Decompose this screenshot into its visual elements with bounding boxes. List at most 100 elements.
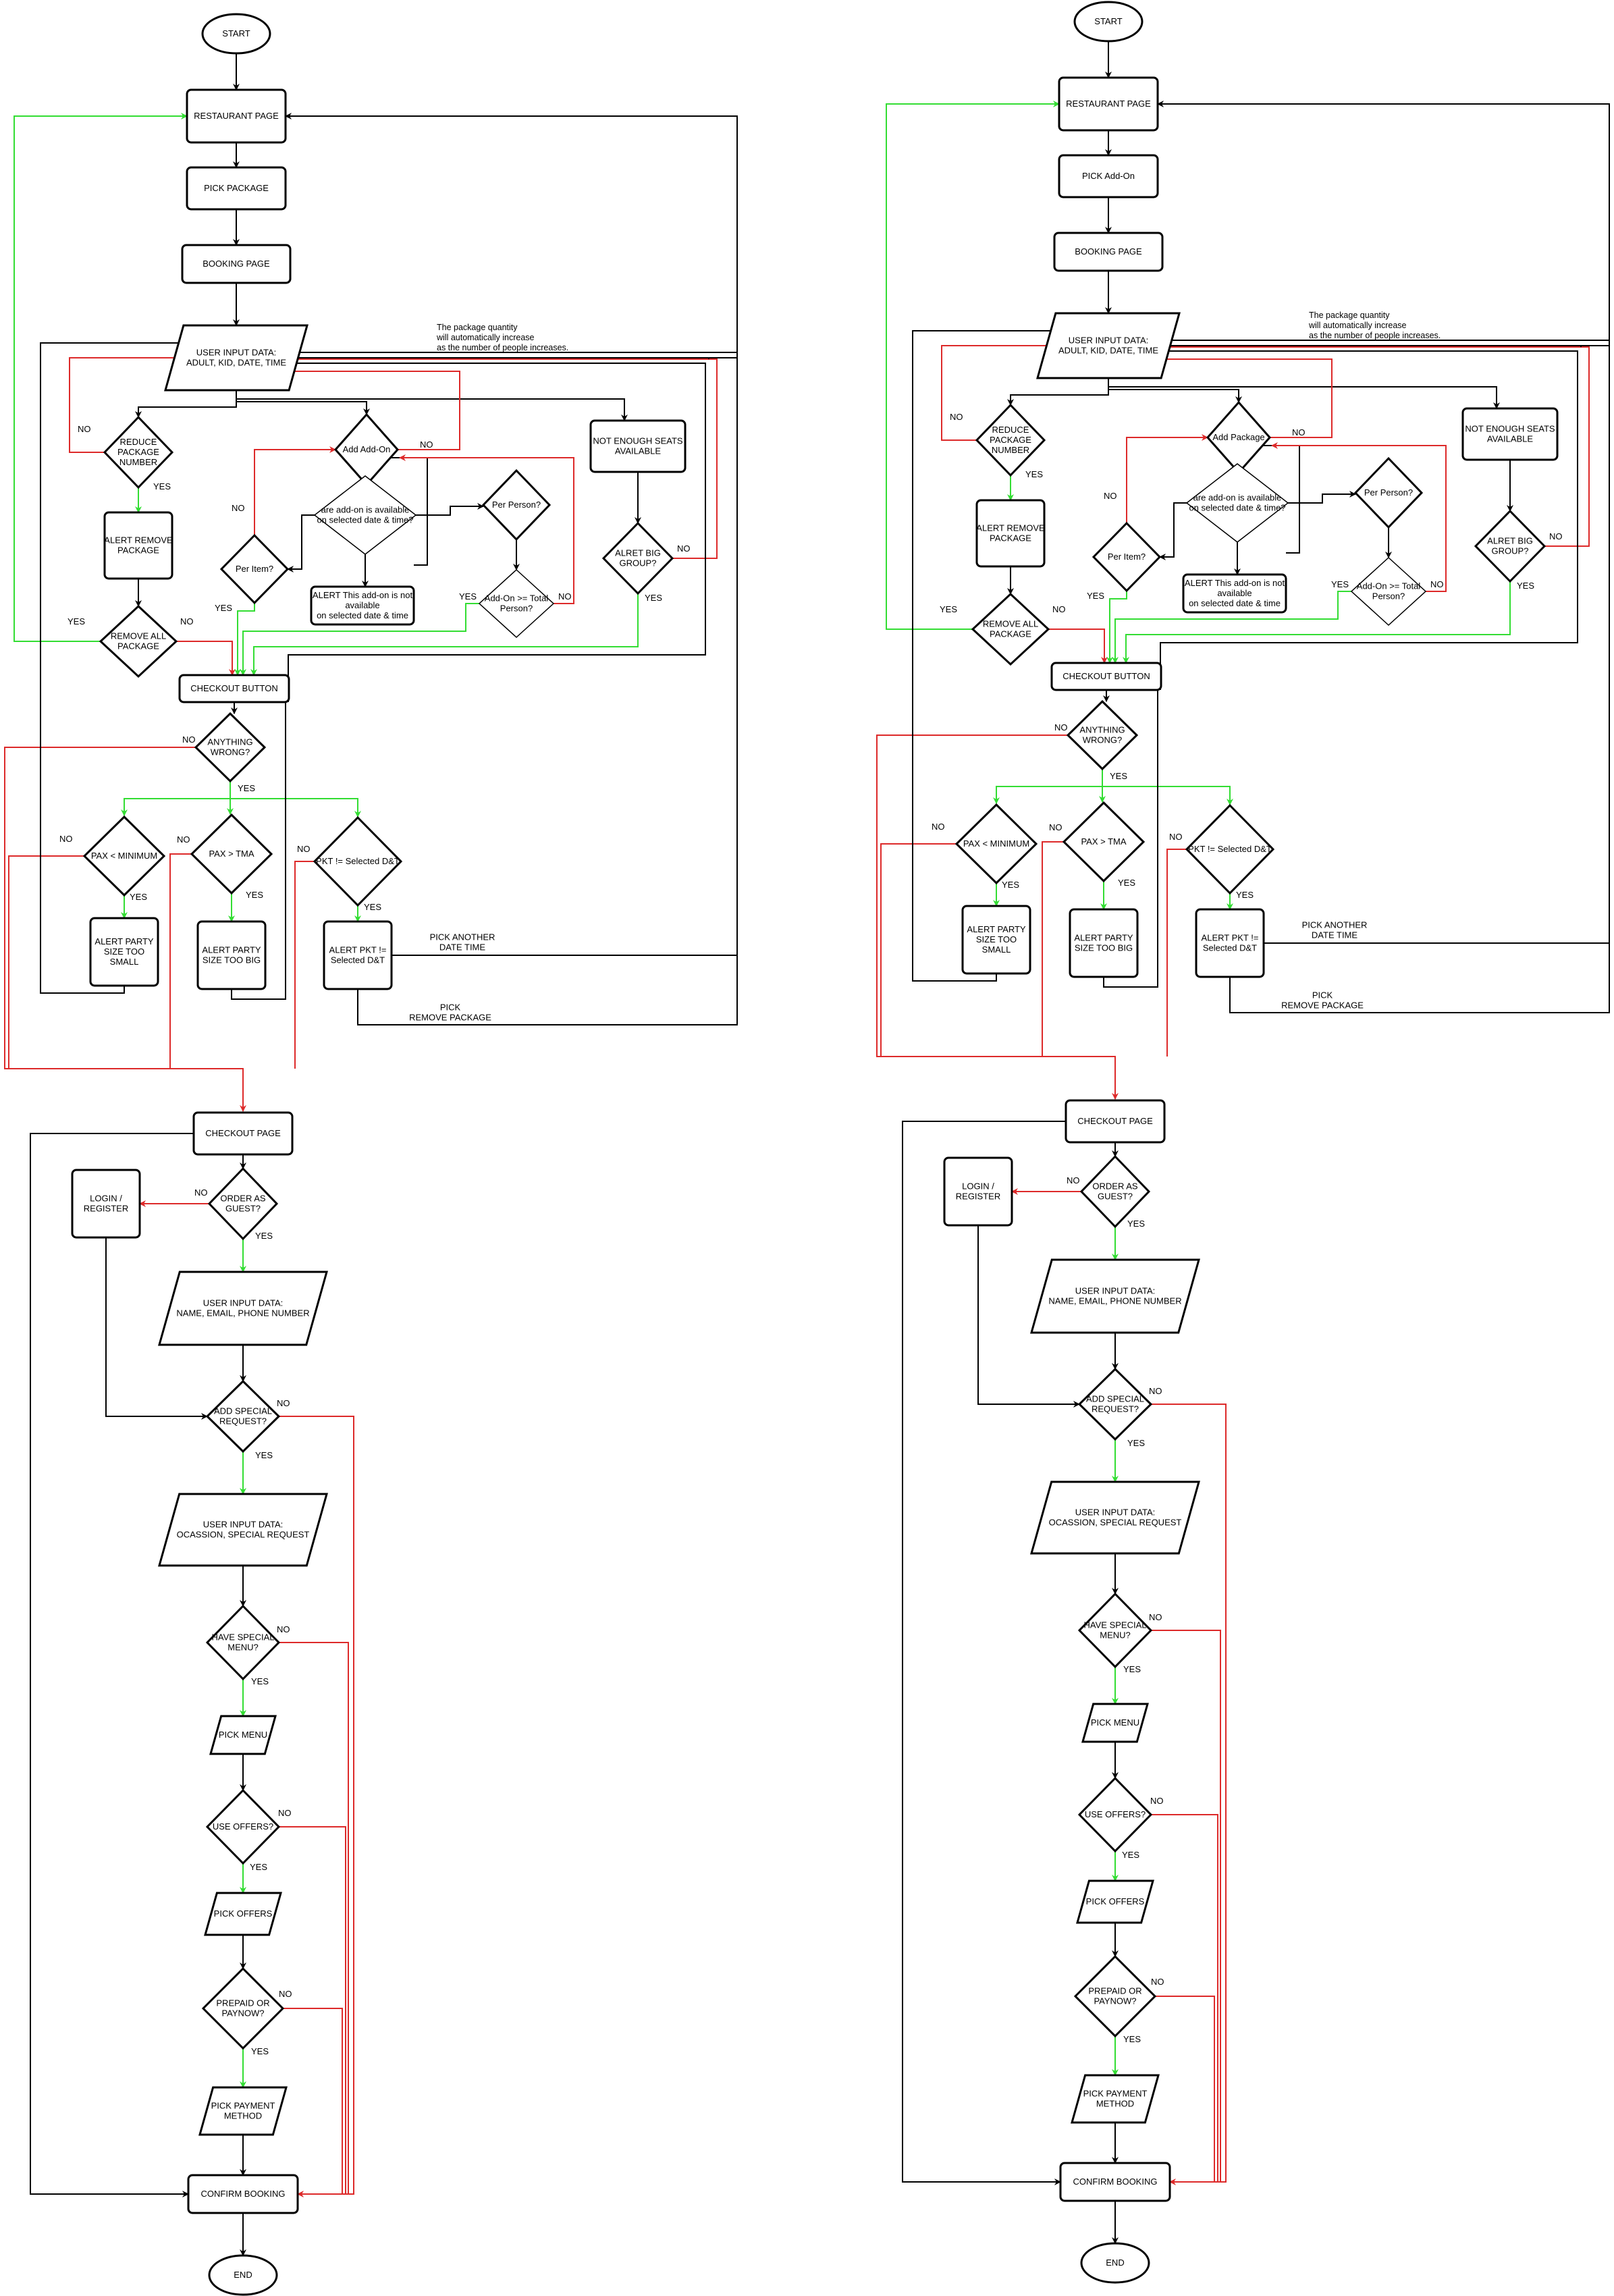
yes-connector xyxy=(121,781,231,816)
flow-connector xyxy=(30,1133,194,2197)
node-addOn: Add Add-On xyxy=(333,412,400,487)
node-checkoutBtn: CHECKOUT BUTTON xyxy=(178,674,290,703)
restaurant-shape xyxy=(1058,76,1159,132)
yes-connector xyxy=(886,101,1060,630)
flow-connector xyxy=(1103,690,1158,988)
flow-connector xyxy=(977,1225,1080,1408)
input3-label: USER INPUT DATA:OCASSION, SPECIAL REQUES… xyxy=(1049,1507,1182,1528)
perPerson-label: Per Person? xyxy=(1364,487,1413,498)
input1-label: USER INPUT DATA:ADULT, KID, DATE, TIME xyxy=(1058,336,1158,356)
no-connector xyxy=(1151,1814,1218,2182)
input3-shape xyxy=(1030,1480,1200,1555)
yes-label: YES xyxy=(238,783,255,793)
node-pick: PICK PACKAGE xyxy=(186,166,287,211)
pkt-shape xyxy=(1185,803,1275,895)
no-connector xyxy=(1166,849,1187,1057)
flow-connector xyxy=(1108,389,1242,403)
reduce-shape xyxy=(975,403,1046,477)
alertRemove-shape xyxy=(975,499,1046,568)
yes-label: YES xyxy=(215,603,232,613)
guest-shape xyxy=(207,1167,279,1241)
offersQ-label: USE OFFERS? xyxy=(213,1821,273,1832)
yes-label: YES xyxy=(251,2046,269,2056)
yes-label: YES xyxy=(68,616,85,626)
no-label: NO xyxy=(1292,427,1306,437)
checkoutPage-label: CHECKOUT PAGE xyxy=(1077,1116,1153,1126)
no-label: NO xyxy=(279,1989,292,1999)
pick-label: PICK PACKAGE xyxy=(204,183,269,193)
alertBig-shape xyxy=(196,920,267,990)
yes-connector xyxy=(1106,591,1127,664)
alertSmall-shape xyxy=(89,917,159,987)
node-booking: BOOKING PAGE xyxy=(181,244,292,284)
special-shape xyxy=(205,1379,281,1453)
node-start: START xyxy=(201,13,271,55)
input1-shape xyxy=(1036,312,1181,379)
pkt-label: PKT != Selected D&T xyxy=(1188,844,1272,854)
paxMin-label: PAX < MINIMUM xyxy=(91,851,157,861)
node-pkt: PKT != Selected D&T xyxy=(313,816,403,907)
available-shape xyxy=(313,475,417,555)
booking-shape xyxy=(181,244,292,284)
restaurant-label: RESTAURANT PAGE xyxy=(194,111,279,121)
node-pickMenu: PICK MENU xyxy=(209,1715,277,1755)
flow-connector xyxy=(416,503,484,516)
node-pkt: PKT != Selected D&T xyxy=(1185,803,1275,895)
checkoutPage-label: CHECKOUT PAGE xyxy=(205,1128,281,1138)
flow-connector xyxy=(1108,386,1500,409)
node-checkoutBtn: CHECKOUT BUTTON xyxy=(1050,662,1162,691)
node-input1: USER INPUT DATA:ADULT, KID, DATE, TIME xyxy=(1036,312,1181,379)
no-label: NO xyxy=(1151,1977,1164,1987)
no-connector xyxy=(294,861,315,1069)
node-input2: USER INPUT DATA:NAME, EMAIL, PHONE NUMBE… xyxy=(158,1271,328,1346)
alertRemove-shape xyxy=(103,511,173,580)
start-label: START xyxy=(222,28,250,38)
available-shape xyxy=(1185,463,1289,543)
start-shape xyxy=(201,13,271,55)
alertPkt-label: ALERT PKT !=Selected D&T xyxy=(1202,933,1259,953)
no-label: NO xyxy=(1149,1386,1162,1396)
input2-shape xyxy=(1030,1258,1200,1334)
flow-connector xyxy=(236,401,370,415)
yes-label: YES xyxy=(940,604,957,614)
perPerson-label: Per Person? xyxy=(492,500,541,510)
checkoutPage-shape xyxy=(1065,1099,1166,1144)
pickOffers-shape xyxy=(204,1892,282,1936)
pickMenu-label: PICK MENU xyxy=(1091,1717,1139,1728)
no-label: NO xyxy=(277,1398,290,1408)
node-pick: PICK Add-On xyxy=(1058,154,1159,198)
yes-label: YES xyxy=(364,902,381,912)
paxTma-shape xyxy=(190,813,273,895)
yes-connector xyxy=(240,603,479,676)
flow-connector xyxy=(1159,348,1578,690)
node-offersQ: USE OFFERS? xyxy=(1077,1776,1153,1853)
bigGroup-shape xyxy=(1474,509,1546,583)
flow-connector xyxy=(1288,491,1356,504)
no-label: NO xyxy=(1104,491,1117,501)
confirm-label: CONFIRM BOOKING xyxy=(201,2189,286,2199)
pick-label: PICK Add-On xyxy=(1082,171,1135,181)
yes-label: YES xyxy=(1123,1664,1141,1674)
